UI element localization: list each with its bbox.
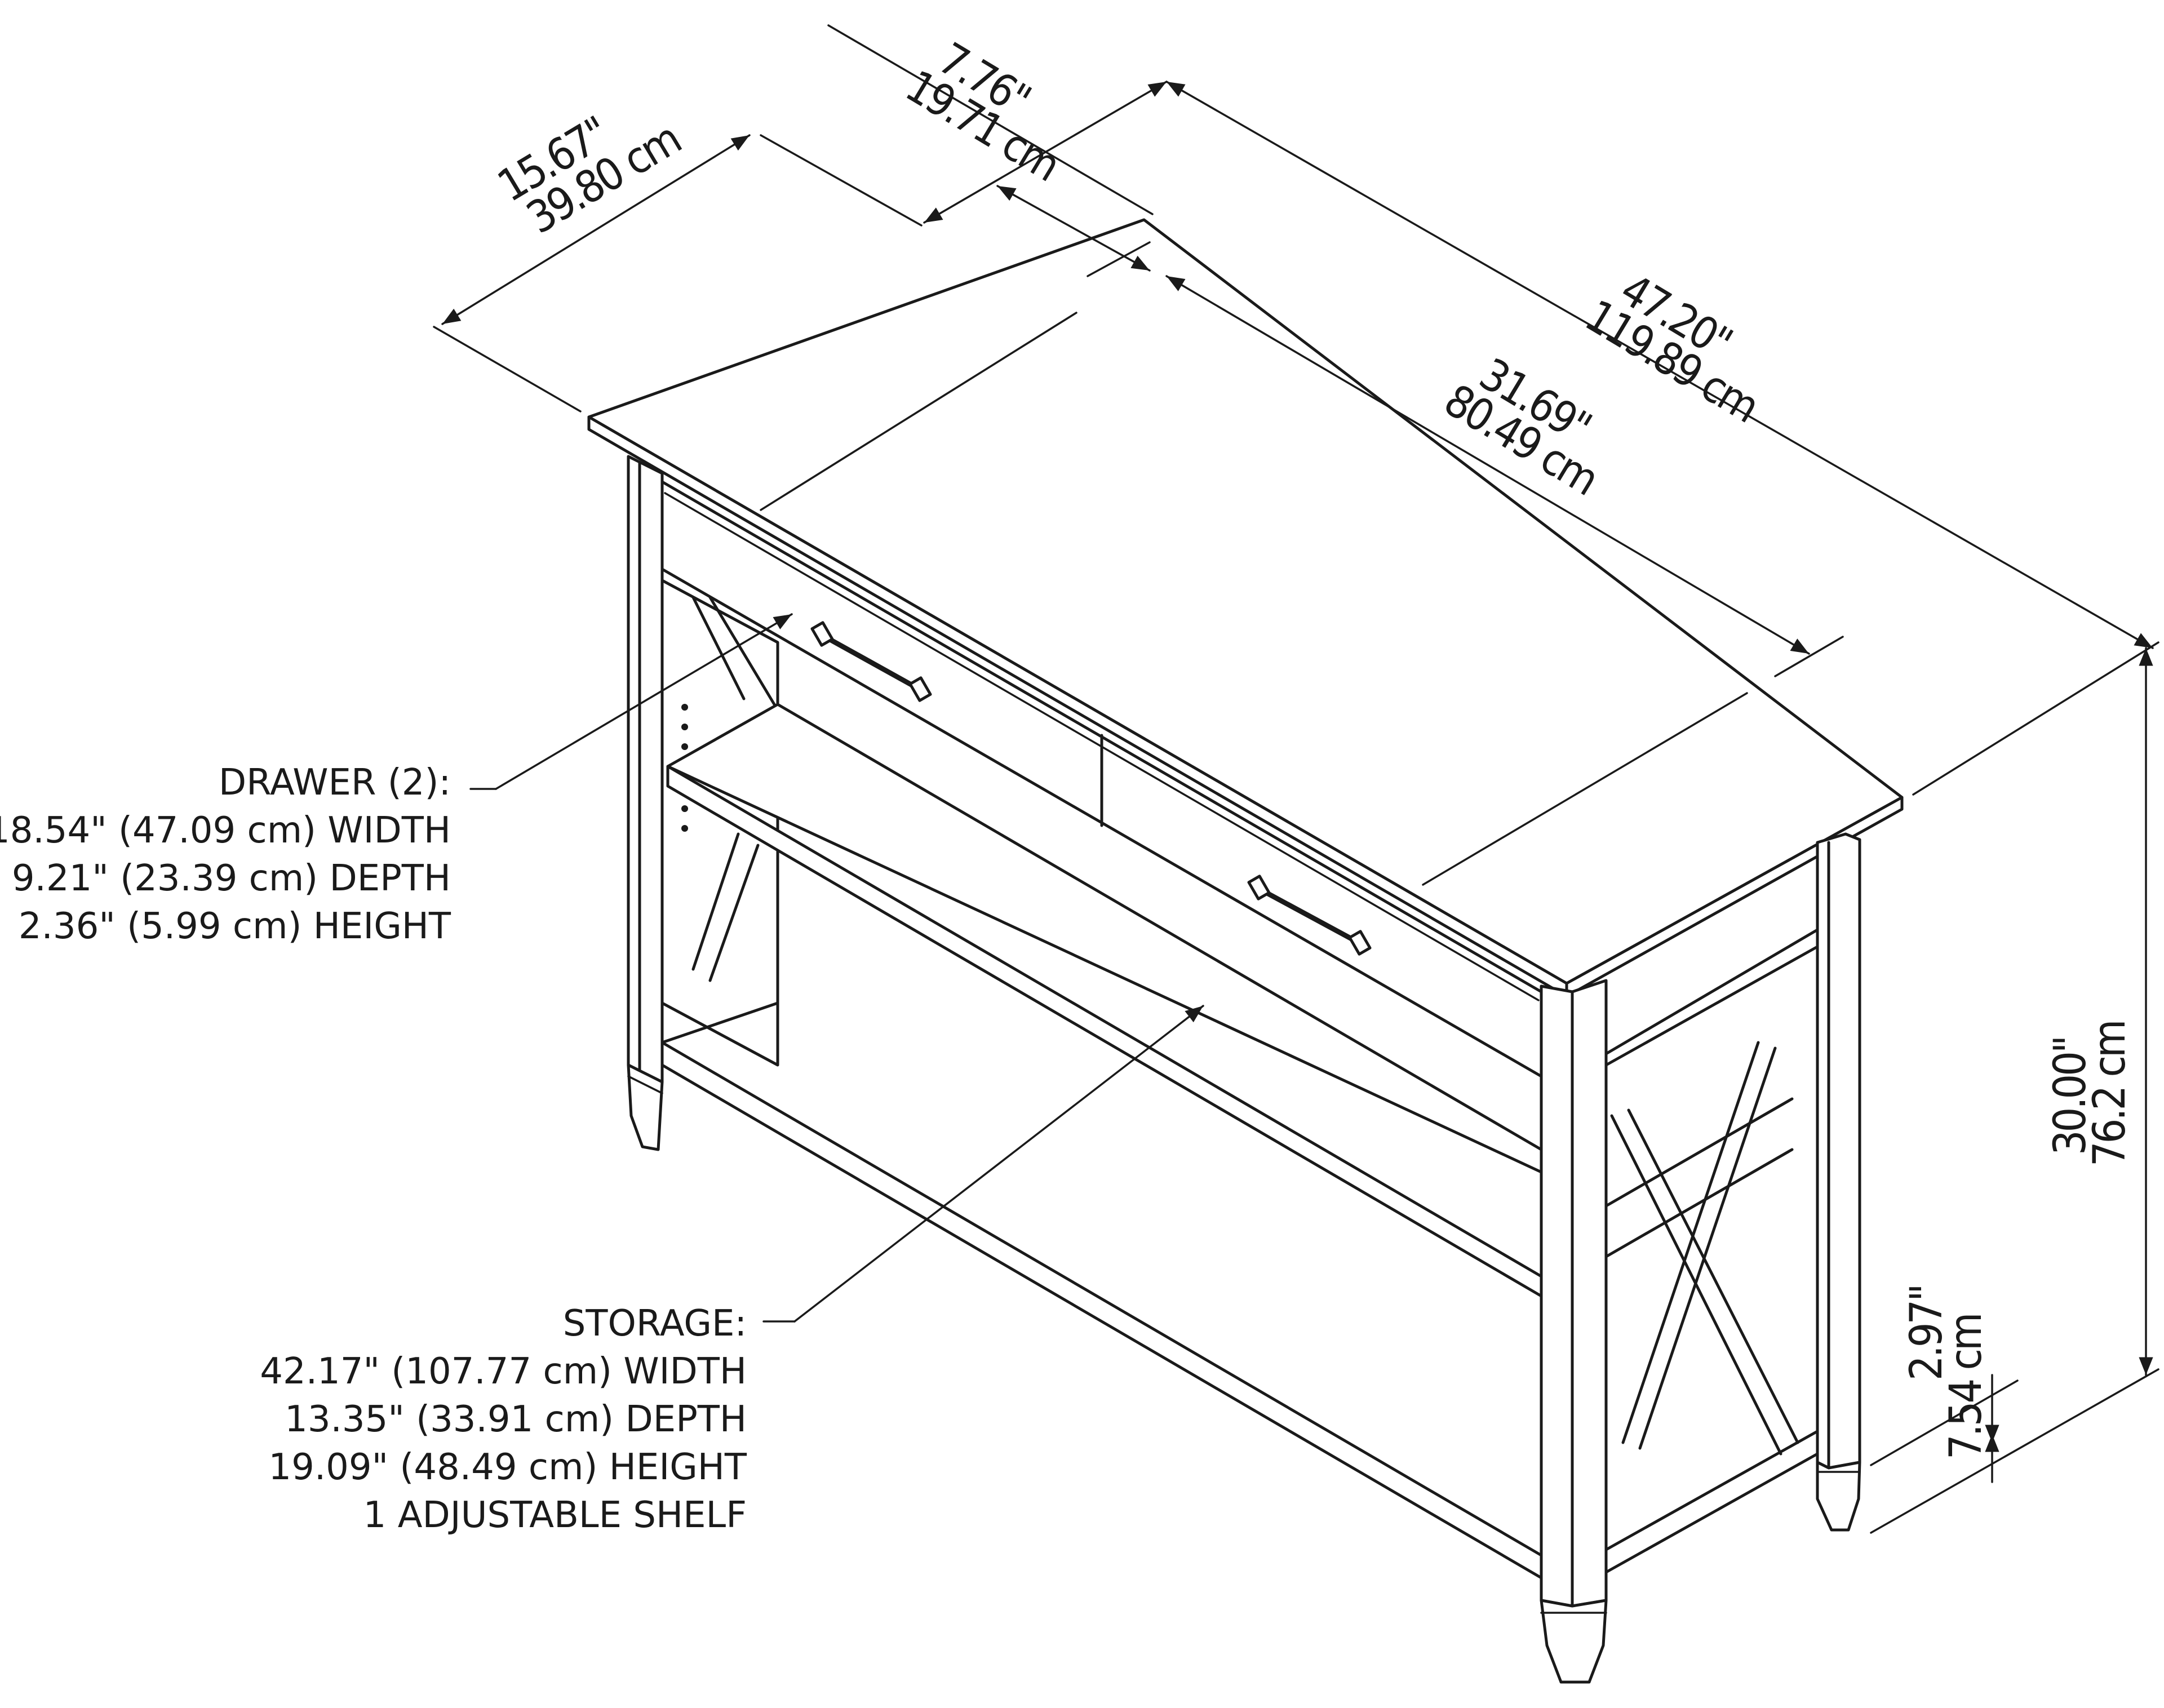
bottom-shelf (660, 1041, 1543, 1580)
dimension-lines (433, 24, 2159, 1534)
right-back-leg (1816, 832, 1861, 1470)
dim-depth-left-label: 7.76" 19.71 cm (897, 33, 1067, 190)
drawer-top-line (664, 492, 1540, 1001)
left-front-leg (627, 455, 664, 1084)
right-side-panel (1604, 928, 1819, 1574)
storage-callout-line-1: 42.17" (107.77 cm) WIDTH (260, 1351, 747, 1392)
left-x-brace-4 (708, 844, 760, 982)
storage-callout-line-2: 13.35" (33.91 cm) DEPTH (285, 1399, 747, 1440)
dim-clearance-imperial: 2.97" (1901, 1286, 1952, 1381)
dim-depth-left-line (923, 81, 1168, 224)
dim-depth-overall-label: 15.67" 39.80 cm (489, 108, 688, 243)
dim-height-overall-imperial: 30.00" (2045, 1037, 2096, 1155)
right-x-brace-4 (1638, 1046, 1777, 1450)
shelf-pin-holes (681, 704, 688, 832)
drawer-leader-arrow (495, 613, 793, 790)
right-x-brace-3 (1621, 1041, 1760, 1444)
bottom-shelf-back (660, 1001, 779, 1044)
drawer-callout-title: DRAWER (2): (219, 762, 451, 804)
drawer-callout-line-3: 2.36" (5.99 cm) HEIGHT (19, 906, 451, 947)
dim-height-overall-label: 30.00" 76.2 cm (2045, 1022, 2135, 1166)
ext-right-corner (1912, 641, 2159, 796)
dim-width-inner-line-2 (1165, 275, 1810, 655)
top-seam-2 (1422, 692, 1748, 886)
drawer-callout: DRAWER (2): 18.54" (47.09 cm) WIDTH 9.21… (0, 613, 793, 947)
dim-depth-overall-line (441, 134, 751, 325)
drawer-handle-left (810, 621, 932, 702)
dim-width-inner-line (996, 185, 1151, 272)
drawer-handle-right (1247, 875, 1372, 956)
storage-callout-line-4: 1 ADJUSTABLE SHELF (363, 1494, 747, 1536)
dim-clearance-metric: 7.54 cm (1941, 1315, 1992, 1459)
storage-callout-line-3: 19.09" (48.49 cm) HEIGHT (268, 1447, 747, 1488)
top-seam-1 (760, 312, 1077, 511)
right-shelf-line-2 (1604, 1097, 1794, 1208)
right-shelf-line-3 (1604, 1148, 1794, 1258)
left-side-panel (660, 579, 779, 1067)
ext-foot (1870, 1368, 2159, 1534)
dim-width-overall-label: 47.20" 119.89 cm (1576, 264, 1766, 432)
right-x-brace-2 (1627, 1108, 1799, 1444)
ext-left-corner (433, 326, 582, 412)
left-x-brace-3 (691, 832, 740, 971)
adjustable-shelf (666, 703, 1543, 1174)
ext-seam (760, 134, 923, 227)
ext-inner-end (1774, 636, 1844, 677)
console-table (587, 218, 1904, 1684)
left-front-foot-band (627, 1075, 663, 1094)
right-shelf-line-1 (1604, 945, 1819, 1067)
storage-leader-arrow (793, 1005, 1204, 1323)
drawer-callout-line-2: 9.21" (23.39 cm) DEPTH (12, 858, 451, 899)
storage-callout-title: STORAGE: (563, 1303, 747, 1345)
right-front-foot (1540, 1599, 1608, 1684)
right-bottom-rail (1604, 1430, 1819, 1551)
storage-callout: STORAGE: 42.17" (107.77 cm) WIDTH 13.35"… (260, 1005, 1204, 1536)
left-x-brace-2 (708, 596, 779, 712)
drawer-callout-line-1: 18.54" (47.09 cm) WIDTH (0, 810, 451, 851)
dim-clearance-label: 2.97" 7.54 cm (1901, 1286, 1992, 1459)
dim-height-overall-metric: 76.2 cm (2085, 1022, 2135, 1166)
right-back-foot (1816, 1461, 1861, 1532)
adjustable-shelf-front (666, 765, 1543, 1298)
left-x-brace-1 (691, 596, 746, 700)
left-front-foot (627, 1063, 664, 1151)
